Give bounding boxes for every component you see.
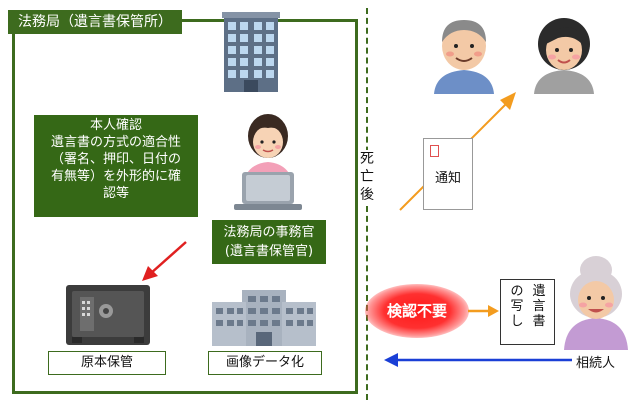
officer-caption-box: 法務局の事務官 (遺言書保管官) [212,220,326,264]
notice-card: 通知 [423,138,473,210]
orange-small-arrow-icon [468,305,499,317]
copy-of-will-char: 写 [510,299,524,314]
after-death-label: 死 亡 後 [359,150,375,204]
officer-caption-line: 法務局の事務官 [223,225,315,240]
copy-of-will-char: 遺 [532,284,546,299]
family-man-icon [434,20,494,94]
stamp-icon [430,145,439,157]
heir-label: 相続人 [576,356,616,371]
copy-of-will-column: 遺 言 書 [531,284,547,329]
copy-of-will-char: 言 [532,299,546,314]
officer-at-laptop-icon [234,114,302,210]
family-woman-icon [534,18,594,94]
elderly-woman-icon [564,256,628,350]
identity-check-line: 有無等）を外形的に確 [50,169,181,184]
legal-bureau-title: 法務局（遺言書保管所） [8,10,182,34]
after-death-divider [366,8,368,400]
original-storage-label: 原本保管 [48,351,166,375]
after-death-char: 後 [360,187,374,203]
after-death-char: 死 [360,151,374,167]
officer-caption-line: (遺言書保管官) [224,244,314,259]
image-data-label: 画像データ化 [208,351,322,375]
after-death-char: 亡 [360,169,374,185]
identity-check-line: 本人確認 [89,118,142,133]
identity-check-line: （署名、押印、日付の [50,152,181,167]
copy-of-will-char: し [510,314,524,329]
no-verification-badge: 検認不要 [365,284,469,338]
blue-arrow-icon [384,353,572,367]
copy-of-will-column: の 写 し [509,284,525,329]
office-building-icon [222,12,280,92]
notice-label: 通知 [434,171,461,186]
copy-of-will-char: の [510,284,524,299]
identity-check-line: 遺言書の方式の適合性 [50,135,181,150]
copy-of-will-char: 書 [532,314,546,329]
identity-check-line: 認等 [102,186,129,201]
legal-bureau-frame [12,19,358,394]
copy-of-will-box: 遺 言 書 の 写 し [500,279,555,345]
red-arrow-icon [142,241,187,281]
office-building-wide-icon [212,290,316,346]
identity-check-box: 本人確認 遺言書の方式の適合性 （署名、押印、日付の 有無等）を外形的に確 認等 [34,115,198,217]
safe-icon [66,285,150,345]
